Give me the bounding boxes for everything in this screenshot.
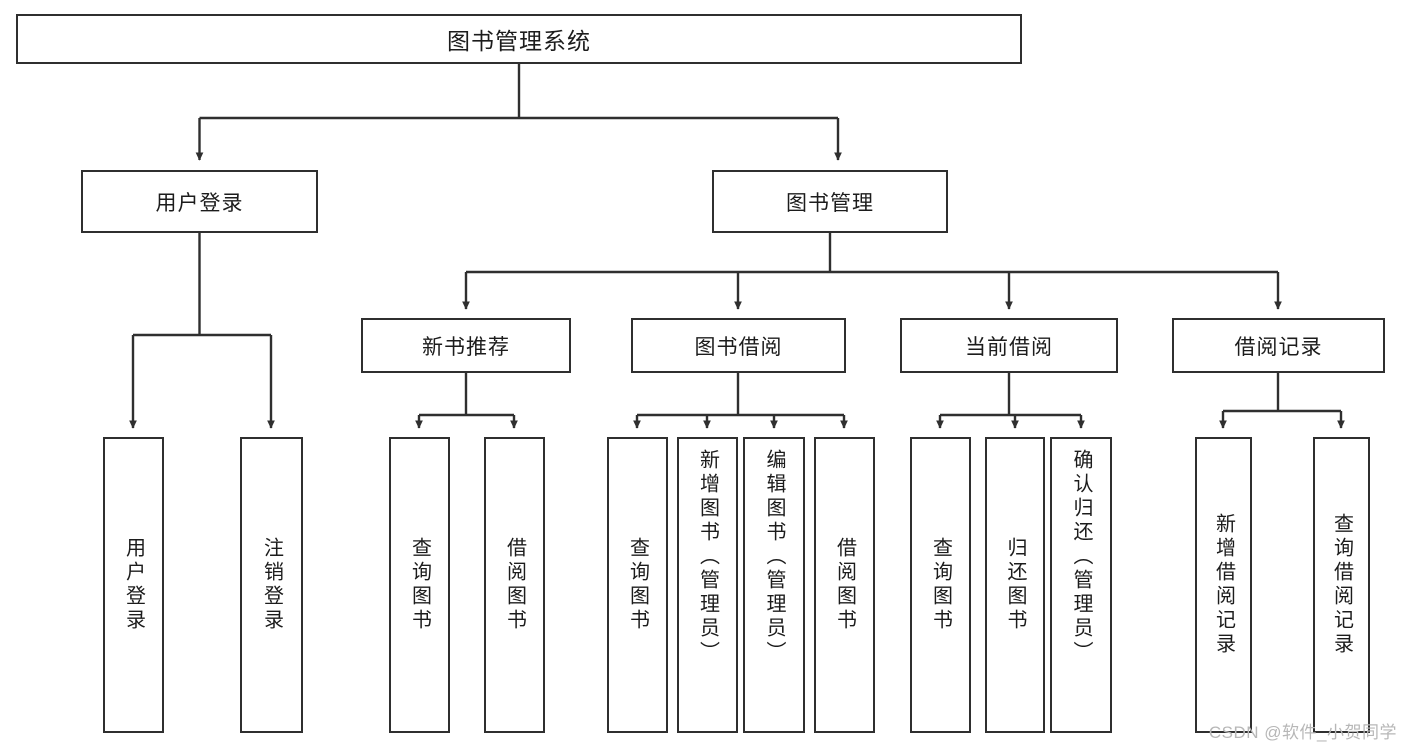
node-label: 图书借阅 [694,335,783,359]
leaf-user-login-login[interactable]: 用户登录 [103,437,164,733]
leaf-label: 查询图书 [626,537,649,633]
leaf-label: 确认归还（管理员） [1070,449,1092,665]
leaf-label: 查询图书 [408,537,431,633]
node-borrow-record[interactable]: 借阅记录 [1172,318,1385,373]
node-label: 新书推荐 [422,335,510,359]
leaf-label: 编辑图书（管理员） [763,449,785,665]
leaf-book-borrow-query[interactable]: 查询图书 [607,437,668,733]
leaf-current-borrow-return[interactable]: 归还图书 [985,437,1045,733]
leaf-book-borrow-lend[interactable]: 借阅图书 [814,437,875,733]
leaf-borrow-record-query[interactable]: 查询借阅记录 [1313,437,1370,733]
leaf-label: 归还图书 [1004,537,1026,633]
leaf-label: 新增借阅记录 [1212,513,1235,657]
leaf-label: 注销登录 [260,537,283,633]
leaf-current-borrow-query[interactable]: 查询图书 [910,437,971,733]
leaf-current-borrow-confirm[interactable]: 确认归还（管理员） [1050,437,1112,733]
leaf-label: 借阅图书 [503,537,526,633]
node-book-borrow[interactable]: 图书借阅 [631,318,846,373]
node-label: 当前借阅 [965,335,1053,359]
leaf-book-borrow-edit[interactable]: 编辑图书（管理员） [743,437,805,733]
csdn-watermark: CSDN @软件_小贺同学 [1208,723,1397,742]
node-root-system[interactable]: 图书管理系统 [16,14,1022,64]
leaf-label: 新增图书（管理员） [696,449,719,665]
node-new-book-recommend[interactable]: 新书推荐 [361,318,571,373]
node-label: 借阅记录 [1234,335,1323,359]
node-user-login[interactable]: 用户登录 [81,170,318,233]
node-label: 图书管理 [786,191,874,215]
node-label: 图书管理系统 [447,28,591,54]
leaf-label: 查询图书 [929,537,952,633]
leaf-label: 查询借阅记录 [1330,513,1353,657]
leaf-book-borrow-add[interactable]: 新增图书（管理员） [677,437,738,733]
node-label: 用户登录 [155,191,244,215]
leaf-user-login-logout[interactable]: 注销登录 [240,437,303,733]
leaf-label: 用户登录 [122,537,145,633]
node-current-borrow[interactable]: 当前借阅 [900,318,1118,373]
leaf-label: 借阅图书 [833,537,856,633]
leaf-borrow-record-add[interactable]: 新增借阅记录 [1195,437,1252,733]
leaf-new-book-borrow[interactable]: 借阅图书 [484,437,545,733]
node-book-manage[interactable]: 图书管理 [712,170,948,233]
leaf-new-book-query[interactable]: 查询图书 [389,437,450,733]
